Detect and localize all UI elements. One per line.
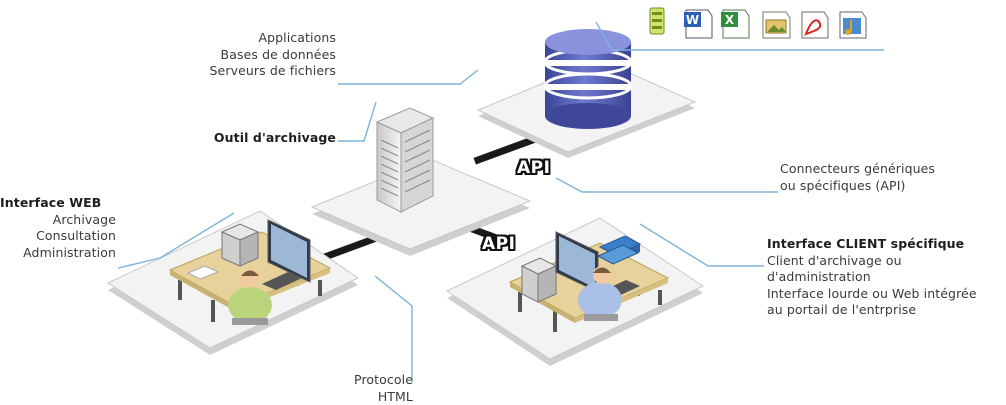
sources-line-3: Serveurs de fichiers <box>209 63 336 78</box>
leader-archive <box>338 101 377 142</box>
connectors-line-1: Connecteurs génériques <box>780 161 936 176</box>
client-line-1: Client d'archivage ou <box>767 252 902 268</box>
connectors-label: Connecteurs génériques ou spécifiques (A… <box>780 161 935 194</box>
audio-doc-icon <box>839 11 867 39</box>
server-tower-icon <box>375 107 435 213</box>
sources-line-1: Applications <box>258 30 336 45</box>
leader-web <box>117 212 235 269</box>
api-label-db: API <box>517 158 551 178</box>
client-workstation <box>508 231 670 332</box>
person-icon <box>578 266 622 321</box>
pdf-doc-icon <box>801 11 829 39</box>
archive-tool-title: Outil d'archivage <box>213 130 336 145</box>
client-interface-title: Interface CLIENT spécifique <box>767 236 965 251</box>
web-line-2: Consultation <box>36 228 116 243</box>
leader-sources <box>338 69 479 85</box>
client-line-3: Interface lourde ou Web intégrée <box>767 285 977 301</box>
web-interface-label: Interface WEB Archivage Consultation Adm… <box>0 195 116 261</box>
svg-text:W: W <box>686 13 699 27</box>
spreadsheet-doc-icon <box>649 7 665 35</box>
leader-client <box>639 223 764 267</box>
database-icon <box>543 29 633 129</box>
web-workstation <box>168 219 332 325</box>
client-line-2: d'administration <box>767 269 871 284</box>
person-icon <box>228 269 272 325</box>
web-interface-title: Interface WEB <box>0 195 102 210</box>
word-doc-icon: W <box>684 9 713 39</box>
svg-text:X: X <box>725 13 735 27</box>
leader-protocol <box>374 275 413 382</box>
archive-tool-label: Outil d'archivage <box>180 130 336 147</box>
api-label-client: API <box>482 234 516 254</box>
image-doc-icon <box>762 11 791 39</box>
file-icons-row: W X <box>649 7 867 39</box>
protocol-line-1: Protocole <box>354 372 413 387</box>
leader-lines <box>117 21 884 382</box>
excel-doc-icon: X <box>721 9 750 39</box>
leader-connectors <box>555 177 778 193</box>
protocol-label: Protocole HTML <box>318 372 413 405</box>
binder-icon <box>596 235 642 265</box>
leader-file-icons <box>595 21 884 51</box>
keyboard-icon <box>262 272 302 290</box>
client-interface-label: Interface CLIENT spécifique Client d'arc… <box>767 236 977 319</box>
sources-line-2: Bases de données <box>220 46 336 62</box>
sources-label: Applications Bases de données Serveurs d… <box>172 30 336 80</box>
connectors-line-2: ou spécifiques (API) <box>780 177 906 193</box>
protocol-line-2: HTML <box>377 388 413 404</box>
client-line-4: au portail de l'entrprise <box>767 302 917 317</box>
paper-icon <box>186 265 220 280</box>
web-line-3: Administration <box>23 244 116 260</box>
web-line-1: Archivage <box>52 211 116 227</box>
